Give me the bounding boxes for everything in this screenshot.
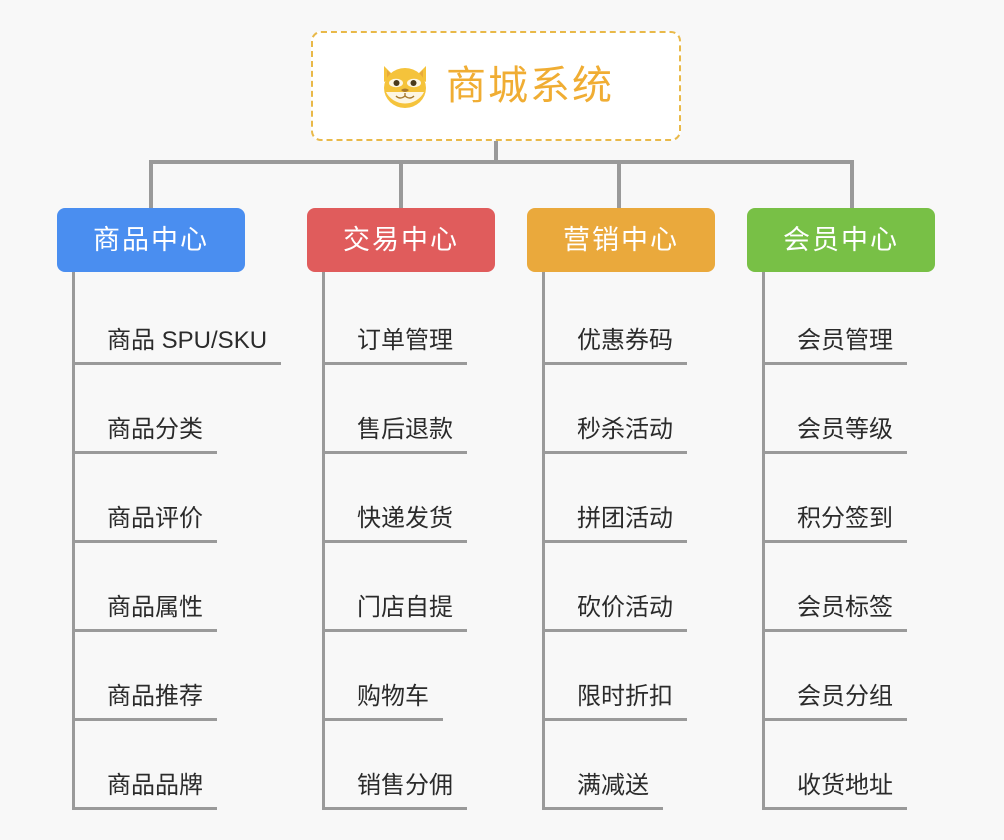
leaf-label: 订单管理 [325, 326, 467, 365]
leaf-item[interactable]: 限时折扣 [545, 632, 715, 721]
leaf-label: 会员分组 [765, 682, 907, 721]
branch-header-label: 营销中心 [563, 224, 679, 255]
leaf-item[interactable]: 积分签到 [765, 454, 935, 543]
branch-items-marketing: 优惠券码 秒杀活动 拼团活动 砍价活动 限时折扣 满减送 [542, 272, 715, 810]
leaf-label: 销售分佣 [325, 771, 467, 810]
branch-header-label: 交易中心 [343, 224, 459, 255]
leaf-item[interactable]: 拼团活动 [545, 454, 715, 543]
leaf-label: 砍价活动 [545, 593, 687, 632]
branch-column-member: 会员中心 会员管理 会员等级 积分签到 会员标签 会员分组 收货地址 [747, 208, 935, 810]
leaf-label: 购物车 [325, 682, 443, 721]
leaf-item[interactable]: 会员管理 [765, 276, 935, 365]
leaf-item[interactable]: 会员等级 [765, 365, 935, 454]
leaf-label: 限时折扣 [545, 682, 687, 721]
leaf-item[interactable]: 售后退款 [325, 365, 495, 454]
leaf-item[interactable]: 快递发货 [325, 454, 495, 543]
leaf-label: 会员等级 [765, 415, 907, 454]
leaf-label: 商品品牌 [75, 771, 217, 810]
leaf-item[interactable]: 商品属性 [75, 543, 245, 632]
leaf-item[interactable]: 门店自提 [325, 543, 495, 632]
root-title: 商城系统 [446, 64, 614, 108]
connector-drop-2 [399, 160, 403, 208]
leaf-label: 秒杀活动 [545, 415, 687, 454]
leaf-item[interactable]: 砍价活动 [545, 543, 715, 632]
branch-items-product: 商品 SPU/SKU 商品分类 商品评价 商品属性 商品推荐 商品品牌 [72, 272, 282, 810]
connector-drop-3 [617, 160, 621, 208]
branch-items-trade: 订单管理 售后退款 快递发货 门店自提 购物车 销售分佣 [322, 272, 495, 810]
leaf-label: 拼团活动 [545, 504, 687, 543]
leaf-item[interactable]: 商品评价 [75, 454, 245, 543]
branch-column-product: 商品中心 商品 SPU/SKU 商品分类 商品评价 商品属性 商品推荐 商品品牌 [57, 208, 282, 810]
leaf-item[interactable]: 商品 SPU/SKU [75, 276, 282, 365]
leaf-item[interactable]: 商品分类 [75, 365, 245, 454]
leaf-item[interactable]: 收货地址 [765, 721, 935, 810]
leaf-item[interactable]: 秒杀活动 [545, 365, 715, 454]
shiba-dog-face-icon [378, 62, 432, 110]
connector-drop-1 [149, 160, 153, 208]
branch-items-member: 会员管理 会员等级 积分签到 会员标签 会员分组 收货地址 [762, 272, 935, 810]
leaf-item[interactable]: 满减送 [545, 721, 715, 810]
leaf-label: 优惠券码 [545, 326, 687, 365]
branch-header-label: 商品中心 [93, 224, 209, 255]
leaf-label: 会员标签 [765, 593, 907, 632]
leaf-label: 门店自提 [325, 593, 467, 632]
leaf-item[interactable]: 订单管理 [325, 276, 495, 365]
branch-header-label: 会员中心 [783, 224, 899, 255]
leaf-label: 快递发货 [325, 504, 467, 543]
leaf-item[interactable]: 购物车 [325, 632, 495, 721]
leaf-item[interactable]: 优惠券码 [545, 276, 715, 365]
leaf-label: 商品属性 [75, 593, 217, 632]
leaf-label: 会员管理 [765, 326, 907, 365]
leaf-label: 满减送 [545, 771, 663, 810]
branch-column-marketing: 营销中心 优惠券码 秒杀活动 拼团活动 砍价活动 限时折扣 满减送 [527, 208, 715, 810]
connector-root-stem [494, 141, 498, 164]
leaf-label: 收货地址 [765, 771, 907, 810]
leaf-label: 积分签到 [765, 504, 907, 543]
leaf-label: 商品 SPU/SKU [75, 326, 282, 365]
leaf-label: 商品推荐 [75, 682, 217, 721]
connector-bus [150, 160, 854, 164]
branch-column-trade: 交易中心 订单管理 售后退款 快递发货 门店自提 购物车 销售分佣 [307, 208, 495, 810]
leaf-label: 售后退款 [325, 415, 467, 454]
leaf-item[interactable]: 会员标签 [765, 543, 935, 632]
branch-header-trade[interactable]: 交易中心 [307, 208, 495, 272]
connector-drop-4 [850, 160, 854, 208]
leaf-item[interactable]: 商品推荐 [75, 632, 245, 721]
leaf-item[interactable]: 销售分佣 [325, 721, 495, 810]
branch-header-product[interactable]: 商品中心 [57, 208, 245, 272]
branch-header-marketing[interactable]: 营销中心 [527, 208, 715, 272]
leaf-item[interactable]: 会员分组 [765, 632, 935, 721]
leaf-label: 商品评价 [75, 504, 217, 543]
leaf-label: 商品分类 [75, 415, 217, 454]
root-node[interactable]: 商城系统 [311, 31, 681, 141]
leaf-item[interactable]: 商品品牌 [75, 721, 245, 810]
branch-header-member[interactable]: 会员中心 [747, 208, 935, 272]
